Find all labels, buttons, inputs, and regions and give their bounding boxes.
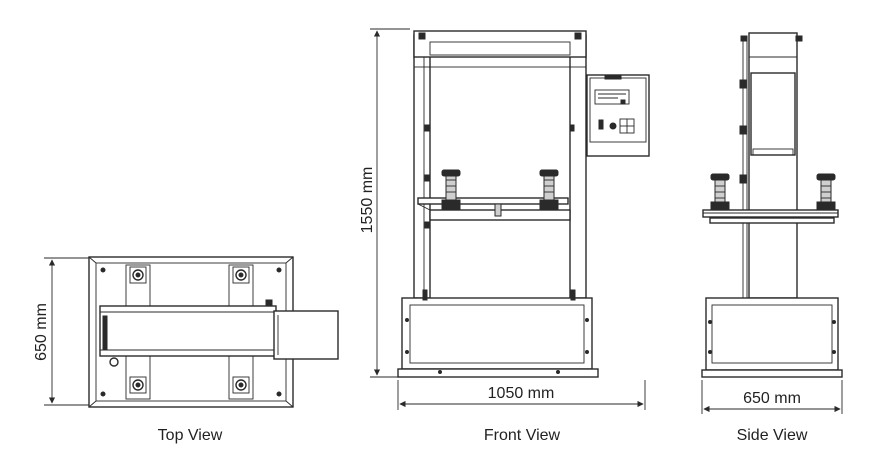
- display-screen: [594, 89, 630, 105]
- top-beam: [99, 305, 277, 357]
- side-platen: [702, 209, 839, 218]
- front-view-height-label: 1550 mm: [359, 167, 376, 234]
- power-switch-icon: [598, 119, 604, 130]
- side-view-width-label: 650 mm: [743, 390, 801, 407]
- side-view-width-dimension: 650 mm: [701, 380, 843, 414]
- top-crossbeam: [413, 30, 587, 58]
- top-view-dimension-label: 650 mm: [33, 303, 50, 361]
- stop-button-icon: [609, 122, 617, 130]
- left-column: [413, 34, 431, 299]
- control-panel: [586, 74, 650, 157]
- top-view-dimension: 650 mm: [33, 257, 90, 406]
- front-view-width-dimension: 1050 mm: [397, 380, 646, 410]
- side-view: 650 mm: [701, 32, 843, 414]
- right-column: [569, 34, 587, 299]
- control-box-side: [750, 72, 796, 156]
- control-box-top: [273, 310, 339, 360]
- screw-jack-icon: [710, 173, 730, 211]
- screw-jack-icon: [441, 169, 461, 211]
- clamp-icon: [129, 266, 250, 394]
- screw-jack-icon: [816, 173, 836, 211]
- side-view-caption: Side View: [737, 427, 808, 444]
- side-base: [705, 297, 839, 371]
- front-view-caption: Front View: [484, 427, 561, 444]
- screw-jack-icon: [539, 169, 559, 211]
- top-view-caption: Top View: [158, 427, 223, 444]
- front-view: 1550 mm: [359, 28, 650, 410]
- front-base: [401, 297, 593, 370]
- top-view: 650 mm: [33, 256, 339, 408]
- front-view-height-dimension: 1550 mm: [359, 28, 410, 378]
- front-view-width-label: 1050 mm: [488, 385, 555, 402]
- platen: [417, 197, 569, 205]
